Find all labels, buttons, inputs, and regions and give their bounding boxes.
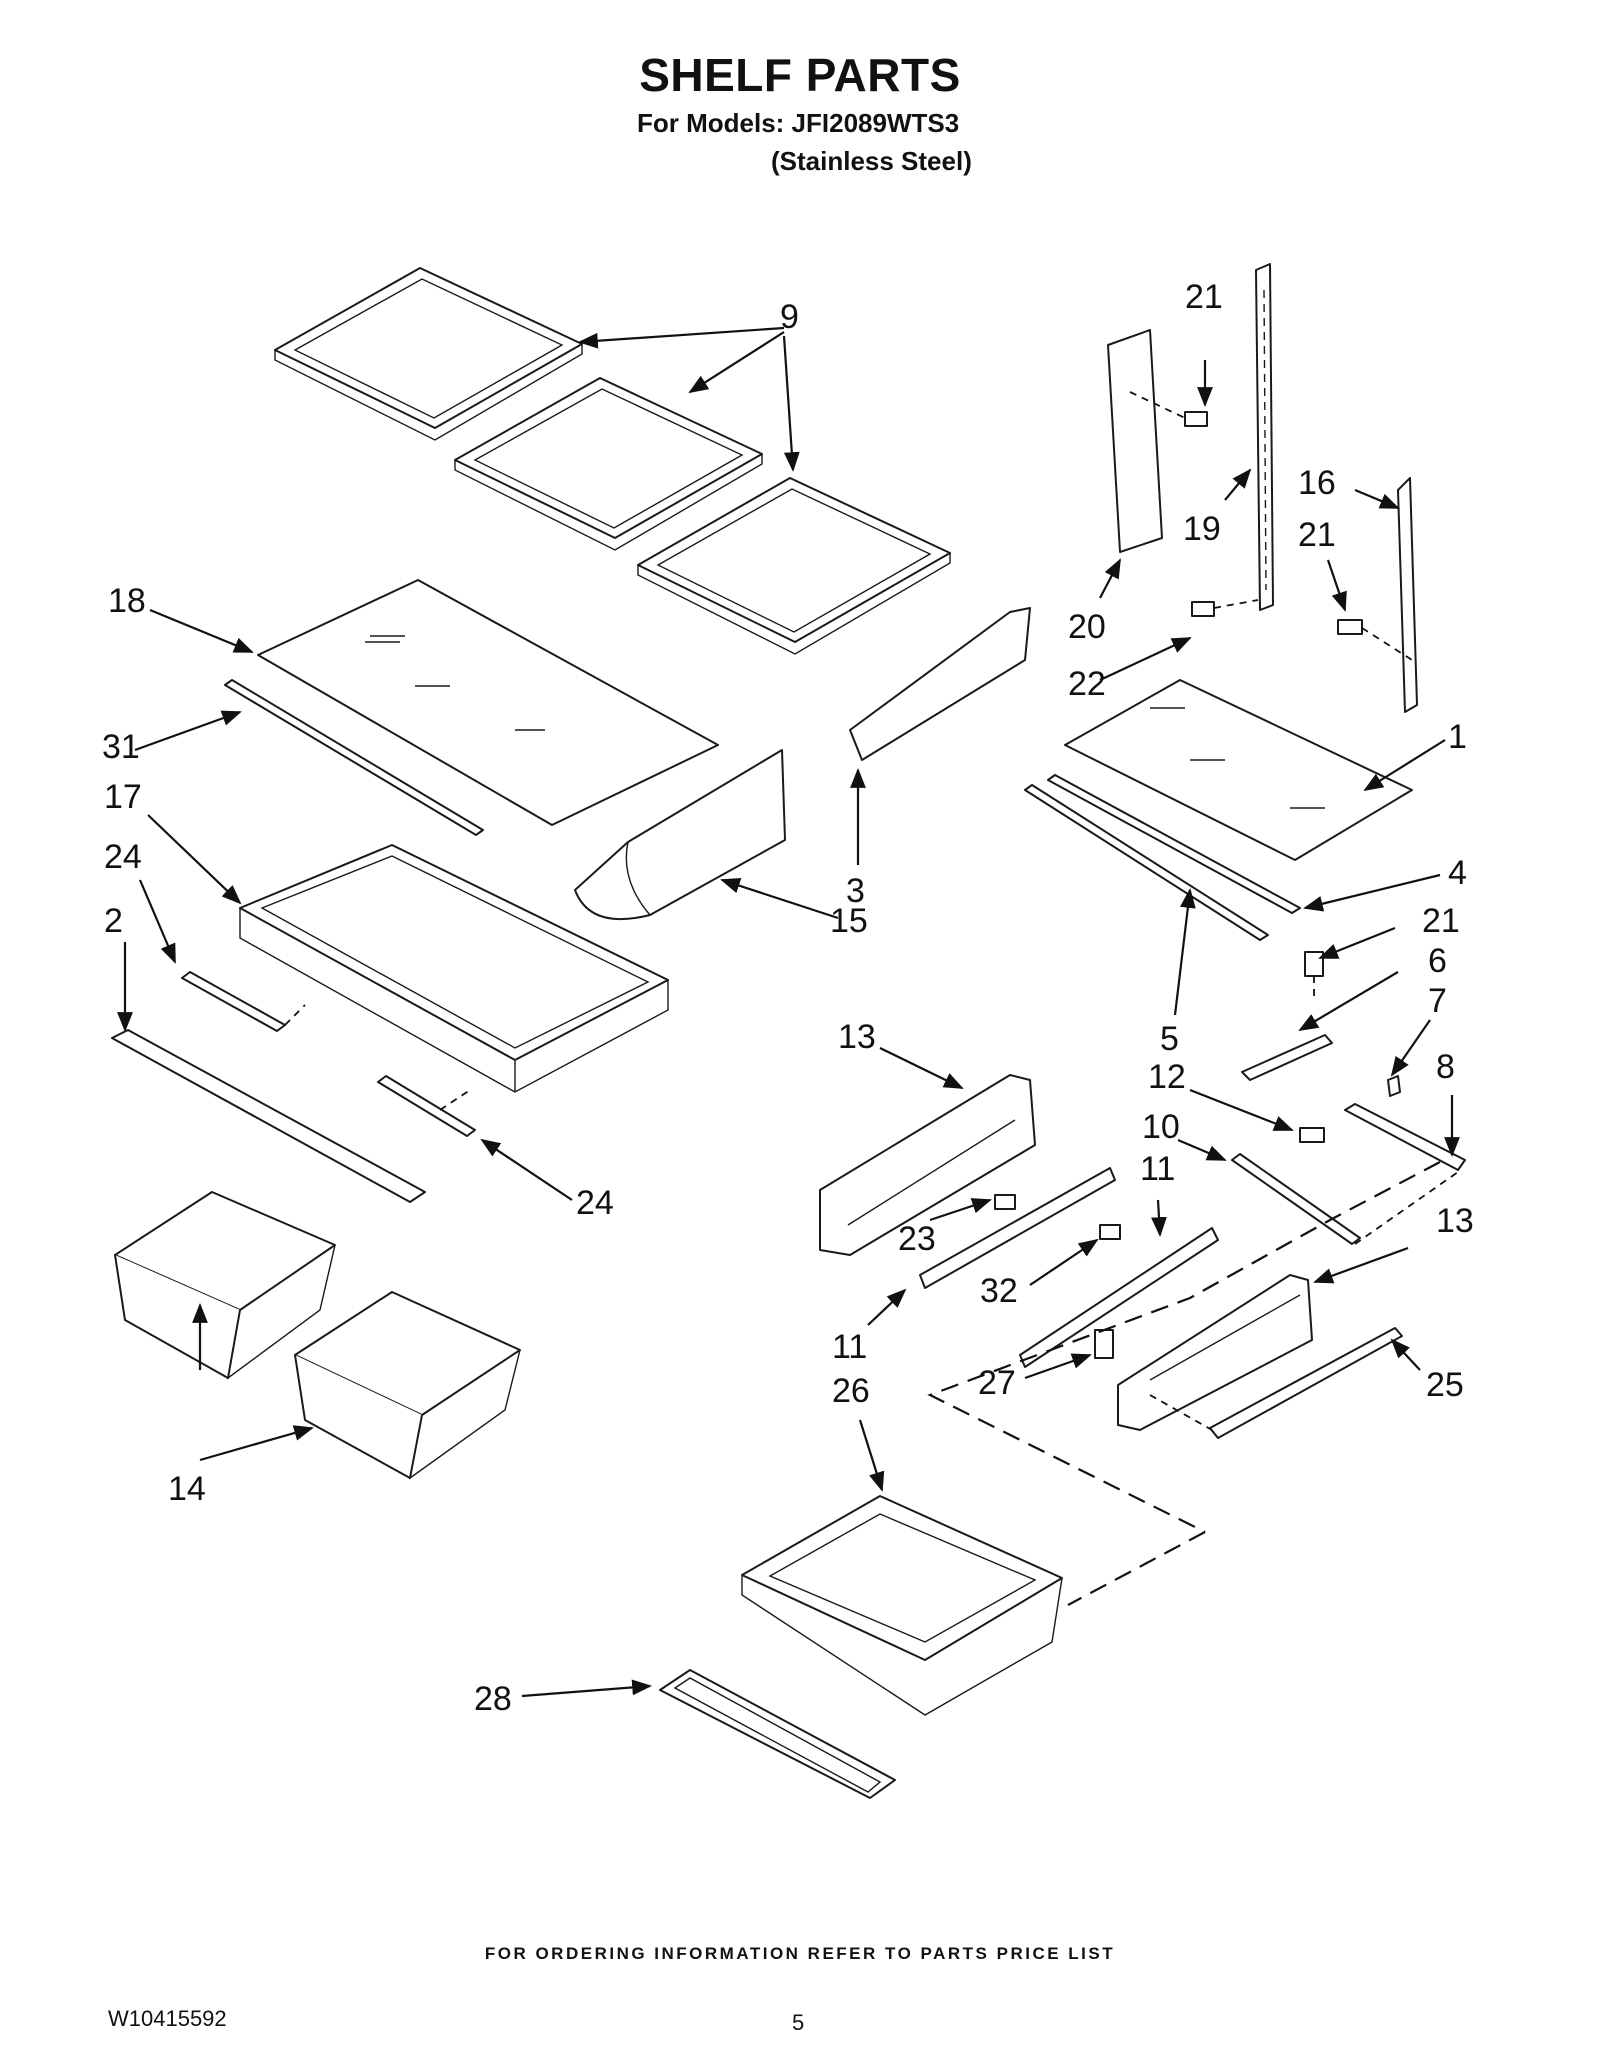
trim-strip-4: [1047, 774, 1301, 914]
callout-23: 23: [898, 1220, 936, 1258]
callout-24-right: 24: [576, 1184, 614, 1222]
callout-7: 7: [1428, 982, 1447, 1020]
callout-3: 3: [846, 872, 865, 910]
callout-19: 19: [1183, 510, 1221, 548]
shelf-ladder-19: [1255, 263, 1274, 611]
callout-11-right: 11: [1140, 1150, 1175, 1188]
callout-4: 4: [1448, 854, 1467, 892]
screw-32: [1099, 1224, 1121, 1240]
callout-12: 12: [1148, 1058, 1186, 1096]
callout-13-right: 13: [1436, 1202, 1474, 1240]
callout-24-left: 24: [104, 838, 142, 876]
crisper-drawer-14-upper: [114, 1191, 336, 1380]
rod-10: [1231, 1153, 1459, 1245]
callout-16: 16: [1298, 464, 1336, 502]
crisper-cover-frame-17: [239, 844, 669, 1093]
models-line: For Models: JFI2089WTS3: [637, 108, 960, 138]
document-number: W10415592: [108, 2006, 227, 2031]
callout-31: 31: [102, 728, 140, 766]
assembly-line-lower: [1067, 1531, 1206, 1606]
drawer-support-13-right: [1117, 1274, 1313, 1431]
shelf-frame-1: [274, 267, 583, 441]
ordering-note: FOR ORDERING INFORMATION REFER TO PARTS …: [484, 1944, 1116, 1963]
screw-21-top: [1129, 391, 1208, 427]
slide-8: [1344, 1103, 1466, 1171]
crisper-drawer-14-lower: [294, 1291, 521, 1480]
clip-7: [1387, 1075, 1401, 1097]
callout-11-left: 11: [832, 1328, 867, 1366]
callout-32: 32: [980, 1272, 1018, 1310]
slide-11-right: [1019, 1227, 1219, 1368]
callout-28: 28: [474, 1680, 512, 1718]
callout-22: 22: [1068, 665, 1106, 703]
bracket-6: [1241, 1034, 1333, 1081]
callout-18: 18: [108, 582, 146, 620]
callout-21-right: 21: [1298, 516, 1336, 554]
callout-14: 14: [168, 1470, 206, 1508]
shelf-frame-2: [454, 377, 763, 551]
glass-shelf-1: [1064, 679, 1413, 861]
trim-strip-31: [224, 679, 484, 836]
callout-27: 27: [978, 1364, 1016, 1402]
callout-20: 20: [1068, 608, 1106, 646]
callout-9: 9: [780, 298, 799, 336]
shelf-ladder-16: [1397, 477, 1418, 713]
screw-12: [1299, 1127, 1325, 1143]
callout-26: 26: [832, 1372, 870, 1410]
screw-22: [1191, 599, 1259, 617]
screw-21-right: [1337, 619, 1413, 661]
cover-15: [574, 749, 786, 921]
screw-21-lower: [1304, 951, 1324, 1002]
bracket-24-left: [181, 971, 306, 1032]
callout-10: 10: [1142, 1108, 1180, 1146]
callout-8: 8: [1436, 1048, 1455, 1086]
page-number: 5: [792, 2010, 805, 2035]
page-title: SHELF PARTS: [639, 49, 961, 101]
callout-15: 15: [830, 902, 868, 940]
drawer-support-13-left: [819, 1074, 1036, 1256]
callout-21-top: 21: [1185, 278, 1223, 316]
leader-lines: [117, 326, 1460, 1698]
clip-27: [1094, 1329, 1114, 1359]
callout-labels: 9 21 16 19 21 20 22 18 31 17 24 2 24 3 1…: [102, 278, 1474, 1718]
bracket-24-right: [377, 1075, 476, 1137]
callout-1: 1: [1448, 718, 1467, 756]
pan-26: [741, 1495, 1063, 1716]
handle-28: [659, 1669, 896, 1799]
shelf-frame-3: [637, 477, 951, 655]
callout-25: 25: [1426, 1366, 1464, 1404]
callout-5: 5: [1160, 1020, 1179, 1058]
callout-21-lower: 21: [1422, 902, 1460, 940]
slide-11-left: [919, 1167, 1116, 1289]
callout-6: 6: [1428, 942, 1447, 980]
screw-23: [994, 1194, 1016, 1210]
assembly-line-upper: [927, 1161, 1441, 1533]
glass-shelf-18: [257, 579, 719, 826]
rod-25: [1149, 1327, 1403, 1439]
crisper-trim-2: [111, 1029, 426, 1203]
finish-line: (Stainless Steel): [771, 146, 972, 176]
callout-17: 17: [104, 778, 142, 816]
callout-13-left: 13: [838, 1018, 876, 1056]
callout-2: 2: [104, 902, 123, 940]
divider-3: [849, 607, 1031, 761]
shelf-ladder-20: [1107, 329, 1163, 553]
